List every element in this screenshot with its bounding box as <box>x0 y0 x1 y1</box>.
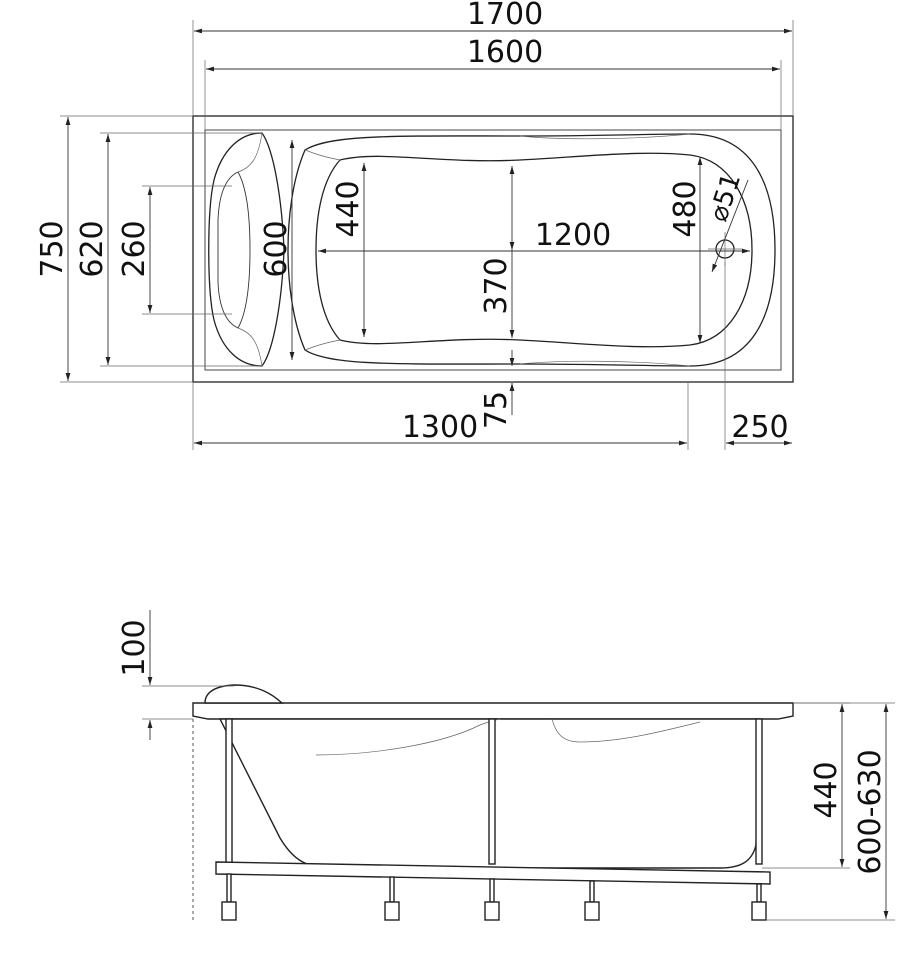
side-headrest <box>204 684 284 704</box>
side-view: 100 440 600-630 <box>117 610 895 921</box>
support-legs <box>215 718 771 921</box>
label-750: 750 <box>35 220 70 277</box>
frame-rail <box>215 861 771 885</box>
headrest-pillow <box>217 171 251 329</box>
label-drain-diameter: ⌀51 <box>704 170 748 226</box>
label-1300: 1300 <box>402 410 478 445</box>
label-260: 260 <box>117 220 152 277</box>
top-view: 1700 1600 1200 1300 250 750 620 260 600 … <box>35 0 794 450</box>
label-1600: 1600 <box>467 35 543 70</box>
label-100: 100 <box>117 619 152 676</box>
label-440-top: 440 <box>331 180 366 237</box>
label-1700: 1700 <box>467 0 543 32</box>
tub-rim <box>192 702 794 720</box>
label-1200: 1200 <box>535 218 611 253</box>
label-620: 620 <box>75 220 110 277</box>
tub-inner-boundary <box>204 129 782 371</box>
label-250: 250 <box>731 410 788 445</box>
label-600: 600 <box>259 220 294 277</box>
label-75: 75 <box>479 391 514 429</box>
label-370: 370 <box>479 257 514 314</box>
bowl-inner-edge <box>315 152 753 348</box>
label-480: 480 <box>668 180 703 237</box>
tub-outer-rim <box>192 115 794 383</box>
label-600-630: 600-630 <box>853 749 888 874</box>
headrest-shape <box>208 132 285 367</box>
label-440-side: 440 <box>809 761 844 818</box>
bowl-outer-edge <box>287 133 776 367</box>
